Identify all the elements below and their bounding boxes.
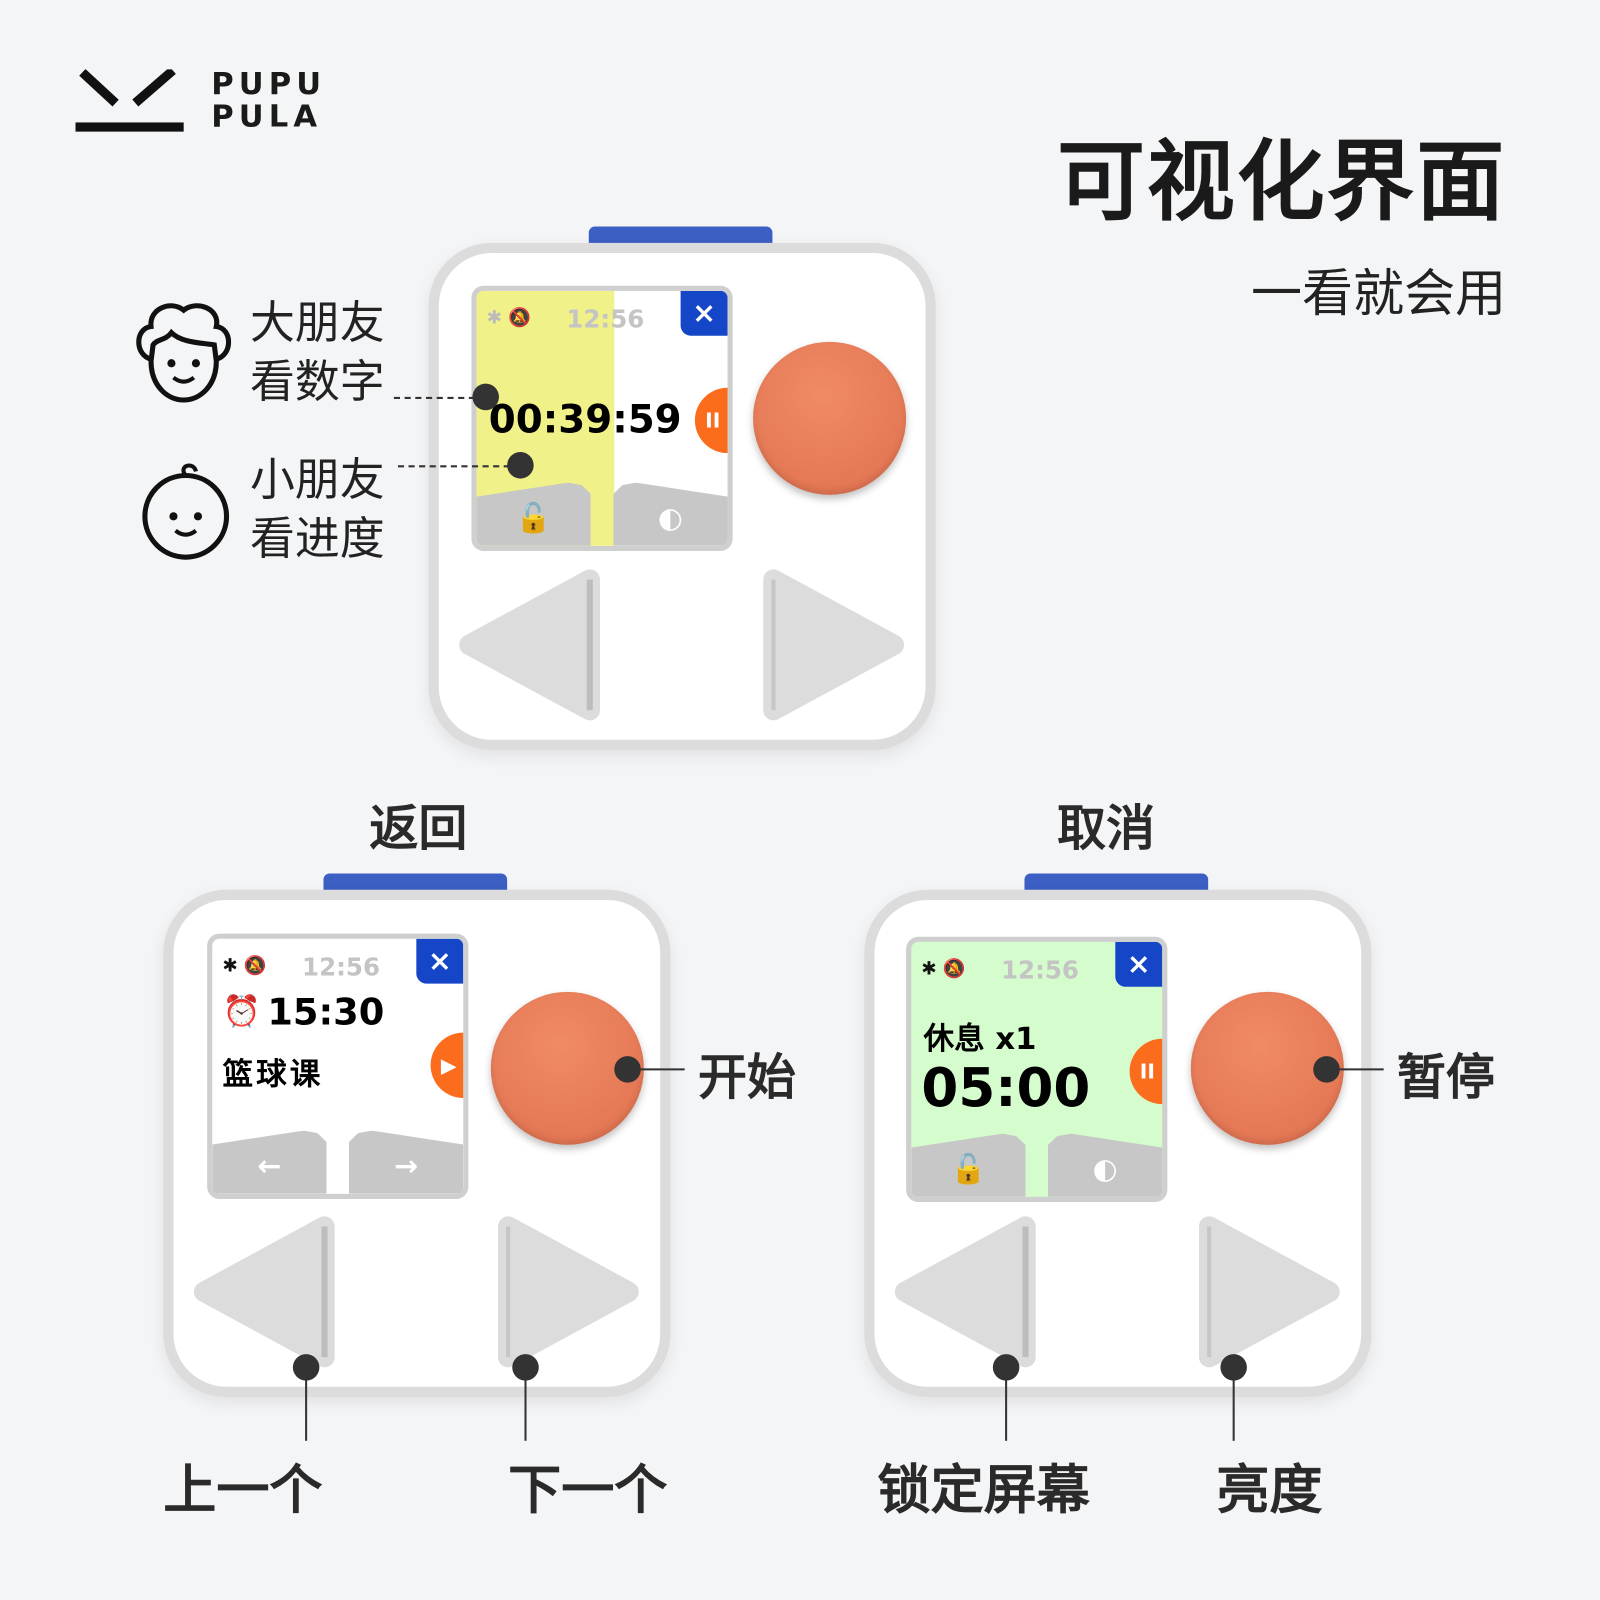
- alarm-time: 15:30: [267, 991, 385, 1034]
- back-tab-button[interactable]: [323, 873, 508, 894]
- top-tab-button[interactable]: [588, 226, 773, 247]
- callout-adult-line2: 看数字: [249, 356, 385, 409]
- timer-device-alarm: ✱ 🔕 12:56 × ⏰ 15:30 篮球课 ▶ ← →: [163, 873, 671, 1397]
- callout-adult: 大朋友 看数字: [250, 294, 385, 412]
- timer-device-top: ✱ 🔕 12:56 × 00:39:59 II 🔓 ◐: [428, 226, 936, 750]
- device-screen: ✱ 🔕 12:56 × 休息 x1 05:00 II 🔓 ◐: [906, 936, 1168, 1203]
- brightness-button[interactable]: [1195, 1214, 1340, 1371]
- cancel-tab-button[interactable]: [1024, 873, 1209, 894]
- start-label: 开始: [697, 1048, 796, 1107]
- previous-label: 上一个: [163, 1460, 323, 1522]
- timer-display: 05:00: [921, 1058, 1091, 1120]
- left-arrow-button[interactable]: ←: [212, 1130, 327, 1194]
- brightness-label: 亮度: [1216, 1460, 1323, 1522]
- timer-device-rest: ✱ 🔕 12:56 × 休息 x1 05:00 II 🔓 ◐: [864, 873, 1372, 1397]
- mute-bell-icon: 🔕: [507, 307, 531, 329]
- back-label: 返回: [369, 799, 468, 858]
- callout-child: 小朋友 看进度: [250, 451, 385, 569]
- bluetooth-icon: ✱ 🔕: [921, 958, 966, 980]
- callout-child-line1: 小朋友: [249, 454, 385, 507]
- bluetooth-icon: ✱ 🔕: [222, 955, 267, 977]
- next-button[interactable]: [494, 1214, 639, 1371]
- mute-bell-icon: 🔕: [942, 958, 966, 980]
- bluetooth-icon: ✱ 🔕: [486, 307, 531, 329]
- countdown-display: 00:39:59: [488, 396, 682, 442]
- status-time: 12:56: [302, 953, 381, 982]
- unlock-icon[interactable]: 🔓: [911, 1133, 1026, 1197]
- lock-screen-button[interactable]: [894, 1214, 1040, 1371]
- left-triangle-button[interactable]: [459, 567, 604, 724]
- alarm-clock-icon: ⏰: [222, 993, 261, 1030]
- device-screen: ✱ 🔕 12:56 × ⏰ 15:30 篮球课 ▶ ← →: [207, 933, 469, 1199]
- callout-dot: [472, 383, 499, 411]
- callout-line: [393, 396, 486, 399]
- main-round-button[interactable]: [753, 341, 907, 495]
- device-screen: ✱ 🔕 12:56 × 00:39:59 II 🔓 ◐: [471, 285, 733, 552]
- brightness-icon[interactable]: ◐: [1047, 1133, 1163, 1197]
- callout-dot: [507, 452, 534, 479]
- event-name: 篮球课: [222, 1057, 324, 1093]
- callout-line: [305, 1367, 308, 1441]
- callout-line: [1232, 1367, 1235, 1441]
- close-button[interactable]: ×: [1115, 941, 1163, 987]
- brand-line1: PUPU: [211, 66, 327, 103]
- right-arrow-button[interactable]: →: [348, 1130, 464, 1194]
- brightness-icon[interactable]: ◐: [613, 482, 728, 546]
- right-triangle-button[interactable]: [759, 567, 905, 724]
- page-subtitle: 一看就会用: [1251, 264, 1507, 324]
- status-time: 12:56: [566, 305, 645, 334]
- mute-bell-icon: 🔕: [243, 955, 267, 977]
- callout-line: [397, 465, 521, 468]
- callout-line: [627, 1068, 685, 1071]
- child-face-icon: [142, 463, 230, 560]
- brand-name: PUPU PULA: [211, 68, 326, 133]
- close-button[interactable]: ×: [416, 938, 464, 984]
- pause-label: 暂停: [1396, 1048, 1495, 1107]
- close-button[interactable]: ×: [680, 290, 728, 336]
- rest-count: 休息 x1: [923, 1021, 1037, 1058]
- page-title: 可视化界面: [1057, 131, 1507, 234]
- callout-child-line2: 看进度: [249, 513, 385, 566]
- brand-line2: PULA: [211, 98, 323, 135]
- unlock-icon[interactable]: 🔓: [476, 482, 591, 546]
- pause-button[interactable]: II: [1129, 1038, 1163, 1105]
- cancel-label: 取消: [1057, 799, 1156, 858]
- next-label: 下一个: [508, 1460, 668, 1522]
- callout-line: [524, 1367, 527, 1441]
- play-button[interactable]: ▶: [430, 1032, 464, 1098]
- callout-line: [1326, 1068, 1384, 1071]
- previous-button[interactable]: [193, 1214, 339, 1371]
- adult-face-icon: [136, 303, 232, 403]
- lock-screen-label: 锁定屏幕: [877, 1460, 1090, 1522]
- status-time: 12:56: [1001, 956, 1079, 985]
- pause-button[interactable]: II: [694, 387, 728, 454]
- callout-adult-line1: 大朋友: [249, 296, 385, 349]
- callout-line: [1005, 1367, 1008, 1441]
- brand-logo-icon: [75, 69, 184, 132]
